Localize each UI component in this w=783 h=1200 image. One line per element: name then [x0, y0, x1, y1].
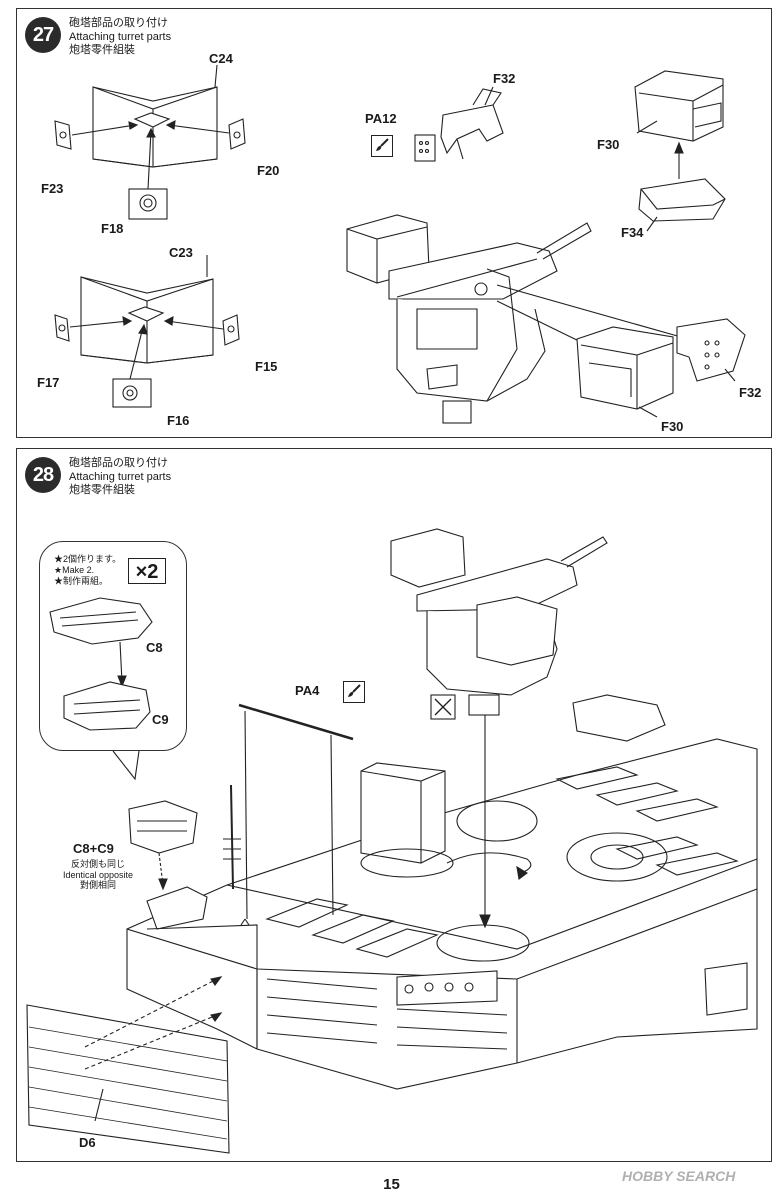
label-f30-top: F30 [597, 137, 620, 152]
title-english: Attaching turret parts [69, 30, 172, 43]
label-f30-bottom: F30 [661, 419, 684, 434]
title-chinese: 炮塔零件組裝 [69, 484, 135, 496]
step-title: 砲塔部品の取り付け Attaching turret parts 炮塔零件組裝 [69, 457, 171, 498]
turret-assembly-drawing [346, 214, 592, 424]
label-f20: F20 [257, 163, 280, 178]
paint-brush-icon [371, 135, 393, 157]
callout-parts-drawing [49, 597, 153, 731]
page-number: 15 [383, 1176, 400, 1193]
label-f17: F17 [37, 375, 60, 390]
multiplier-badge: ×2 [128, 558, 166, 584]
tank-turret-body-drawing [126, 694, 758, 1090]
identical-opposite-note: 反対側も同じ Identical opposite 對側相同 [53, 859, 143, 891]
step-number-badge: 27 [25, 17, 61, 53]
step-28-panel: 28 砲塔部品の取り付け Attaching turret parts 炮塔零件… [16, 448, 772, 1162]
label-f34: F34 [621, 225, 644, 240]
label-c9: C9 [152, 712, 169, 727]
part-c24-drawing [92, 86, 218, 168]
title-chinese: 炮塔零件組裝 [69, 44, 135, 56]
label-pa4: PA4 [295, 683, 320, 698]
title-japanese: 砲塔部品の取り付け [69, 17, 168, 29]
note-japanese: ★2個作ります。 [54, 554, 122, 564]
part-c23-drawing [80, 276, 214, 364]
note-english: ★Make 2. [54, 565, 95, 575]
label-c8-c9: C8+C9 [73, 841, 114, 856]
opposite-english: Identical opposite [62, 869, 134, 880]
label-f15: F15 [255, 359, 278, 374]
label-c8: C8 [146, 640, 163, 655]
step-28-drawing [26, 528, 758, 1154]
label-f18: F18 [101, 221, 124, 236]
make-two-callout: ★2個作ります。 ★Make 2. ★制作兩組。 ×2 C8 C9 [39, 541, 187, 751]
label-f16: F16 [167, 413, 190, 428]
watermark: HOBBY SEARCH [622, 1168, 736, 1184]
turret-assembly-drawing [390, 528, 608, 716]
label-f23: F23 [41, 181, 64, 196]
step-number-badge: 28 [25, 457, 61, 493]
label-d6: D6 [79, 1135, 96, 1150]
paint-brush-icon [343, 681, 365, 703]
label-c23: C23 [169, 245, 193, 260]
opposite-japanese: 反対側も同じ [70, 859, 125, 869]
callout-text: ★2個作ります。 ★Make 2. ★制作兩組。 [54, 554, 121, 587]
label-pa12: PA12 [365, 111, 397, 126]
title-english: Attaching turret parts [69, 470, 172, 483]
label-c24: C24 [209, 51, 233, 66]
opposite-chinese: 對側相同 [79, 880, 116, 890]
step-27-drawing [54, 64, 746, 424]
label-f32-top: F32 [493, 71, 516, 86]
step-27-panel: 27 砲塔部品の取り付け Attaching turret parts 炮塔零件… [16, 8, 772, 438]
step-title: 砲塔部品の取り付け Attaching turret parts 炮塔零件組裝 [69, 17, 171, 58]
title-japanese: 砲塔部品の取り付け [69, 457, 168, 469]
label-f32-right: F32 [739, 385, 762, 400]
note-chinese: ★制作兩組。 [54, 576, 109, 586]
